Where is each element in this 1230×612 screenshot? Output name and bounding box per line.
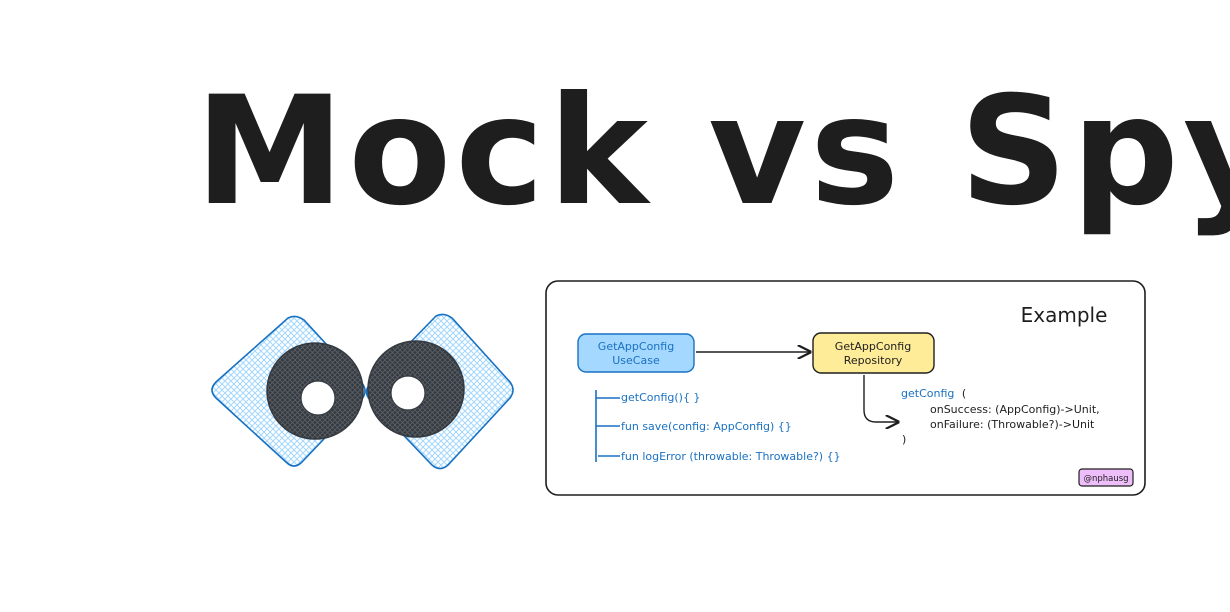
usecase-line2: UseCase — [612, 354, 660, 367]
author-tag-label: @nphausg — [1083, 474, 1128, 484]
repository-box: GetAppConfig Repository — [812, 332, 935, 374]
signature-open: ( — [962, 387, 966, 400]
right-eye-icon — [365, 313, 514, 470]
page-title: Mock vs Spy — [195, 65, 1230, 239]
repository-signature: getConfig ( onSuccess: (AppConfig)->Unit… — [863, 375, 1100, 446]
repository-line1: GetAppConfig — [835, 340, 911, 353]
signature-on-success: onSuccess: (AppConfig)->Unit, — [930, 403, 1100, 416]
usecase-method-tree: getConfig(){ } fun save(config: AppConfi… — [595, 390, 841, 463]
method-save: fun save(config: AppConfig) {} — [621, 420, 792, 433]
author-tag: @nphausg — [1078, 468, 1134, 487]
method-get-config: getConfig(){ } — [621, 391, 700, 404]
signature-close: ) — [902, 433, 906, 446]
example-panel: Example GetAppConfig UseCase GetAppConfi… — [545, 280, 1146, 496]
left-eye-icon — [211, 315, 366, 467]
svg-text:getConfig (: getConfig ( — [901, 387, 966, 400]
example-heading: Example — [1021, 303, 1108, 327]
usecase-line1: GetAppConfig — [598, 340, 674, 353]
repository-line2: Repository — [844, 354, 903, 367]
usecase-box: GetAppConfig UseCase — [577, 333, 695, 373]
method-log-error: fun logError (throwable: Throwable?) {} — [621, 450, 841, 463]
signature-on-failure: onFailure: (Throwable?)->Unit — [930, 418, 1095, 431]
signature-name: getConfig — [901, 387, 954, 400]
